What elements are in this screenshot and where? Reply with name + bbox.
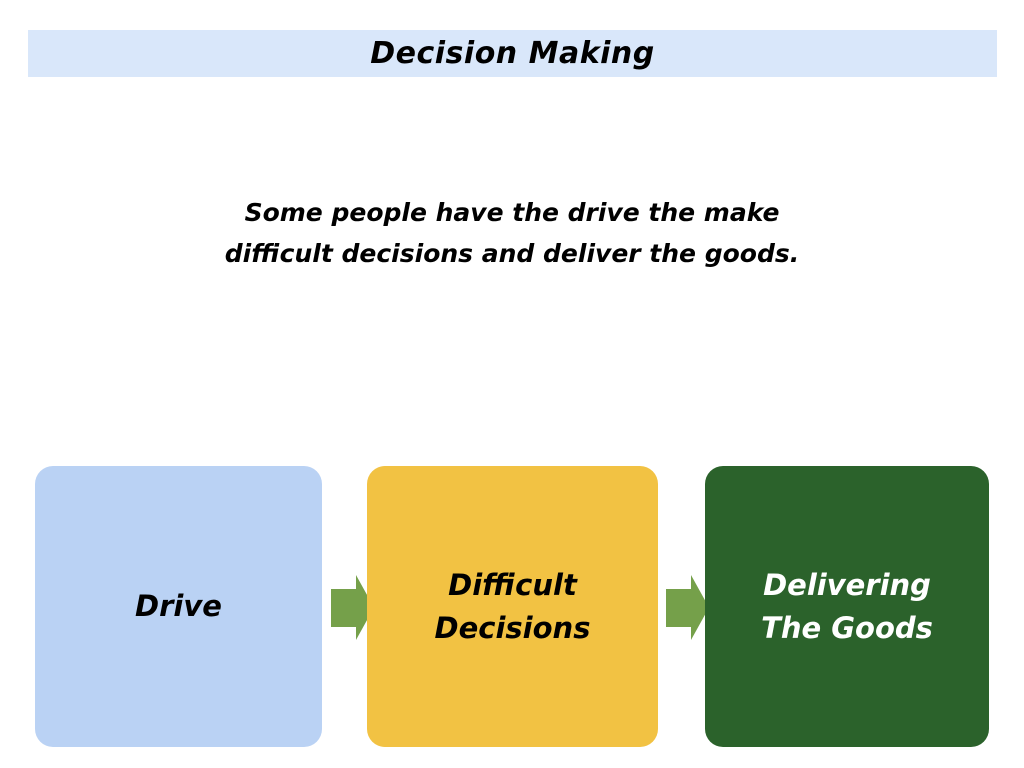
subtitle-line-1: Some people have the drive the make [244,198,780,227]
box-label-line-2: The Goods [761,610,933,645]
flow-box-difficult-decisions: Difficult Decisions [367,466,658,747]
box-label-line-1: Difficult [448,567,577,602]
flow-box-label: Drive [135,585,222,628]
subtitle-text: Some people have the drive the make diff… [0,192,1024,274]
arrow-icon [666,575,709,640]
title-bar: Decision Making [28,30,997,77]
flow-box-delivering-the-goods: Delivering The Goods [705,466,989,747]
subtitle-line-2: difficult decisions and deliver the good… [224,239,800,268]
flow-box-drive: Drive [35,466,322,747]
arrow-right-icon [331,575,374,640]
arrow-icon [331,575,374,640]
flow-box-label: Delivering The Goods [761,564,933,650]
box-label-line-2: Decisions [434,610,591,645]
flow-box-label: Difficult Decisions [435,564,591,650]
box-label-line-1: Drive [135,589,222,623]
box-label-line-1: Delivering [763,567,931,602]
page-title: Decision Making [370,36,655,71]
arrow-right-icon [666,575,709,640]
